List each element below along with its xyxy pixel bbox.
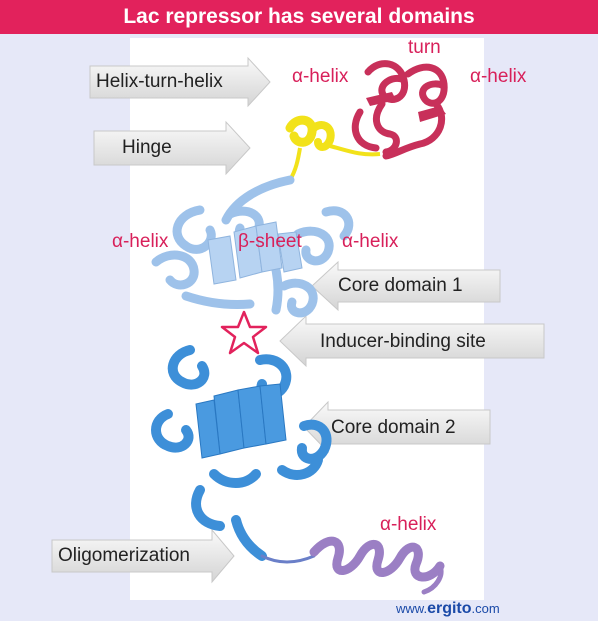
core1-arrow	[311, 260, 501, 312]
core-domain-1-sheets	[207, 221, 303, 285]
hinge-arrow	[93, 120, 251, 176]
credit-suffix: .com	[471, 601, 500, 616]
inducer-binding-site-label: Inducer-binding site	[320, 331, 486, 352]
oligomerization-label: Oligomerization	[58, 545, 190, 566]
hth-label: Helix-turn-helix	[96, 71, 223, 92]
turn-label: turn	[408, 37, 441, 58]
alpha-helix-label-core-left: α-helix	[112, 231, 169, 252]
oligomerization-helix-ribbon	[260, 536, 445, 595]
inducer-arrow	[279, 314, 545, 368]
alpha-helix-label-core-right: α-helix	[342, 231, 399, 252]
page-title: Lac repressor has several domains	[0, 0, 598, 34]
oligomerization-arrow	[51, 528, 235, 584]
core-domain-2-ribbon	[151, 345, 332, 561]
core-domain-2-sheets	[195, 383, 287, 459]
alpha-helix-label-hth-right: α-helix	[470, 66, 527, 87]
alpha-helix-label-oligo: α-helix	[380, 514, 437, 535]
hth-arrow	[89, 56, 271, 108]
credit-brand: ergito	[427, 600, 472, 617]
alpha-helix-label-hth-left: α-helix	[292, 66, 349, 87]
hinge-ribbon	[285, 115, 381, 182]
inducer-site-star-icon	[220, 310, 268, 355]
hth-domain-ribbon	[351, 60, 448, 160]
hth-domain-sheets	[366, 92, 446, 122]
ergito-credit: www.ergito.com	[396, 600, 500, 618]
beta-sheet-label: β-sheet	[238, 231, 302, 252]
hinge-label: Hinge	[122, 137, 172, 158]
credit-prefix: www.	[396, 601, 428, 616]
core-domain-2-label: Core domain 2	[331, 417, 456, 438]
core-domain-1-label: Core domain 1	[338, 275, 463, 296]
